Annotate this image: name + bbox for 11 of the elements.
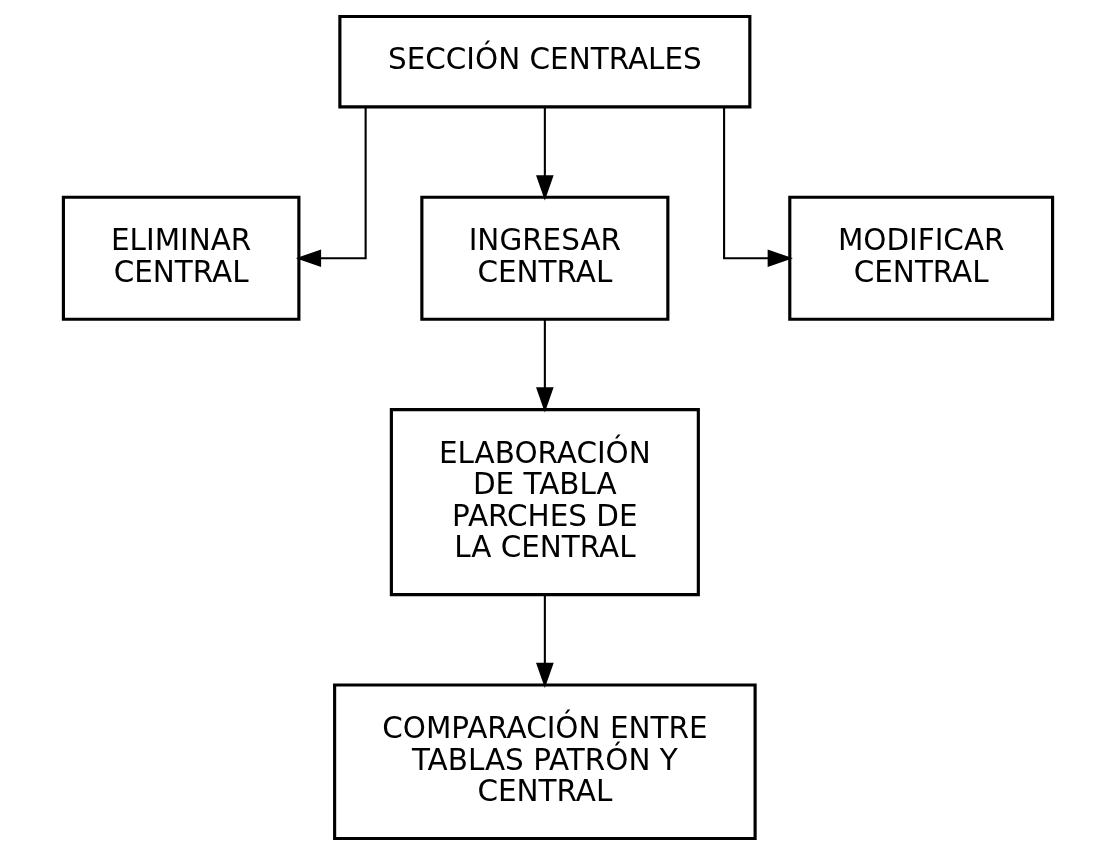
node-box: MODIFICAR CENTRAL (788, 195, 1055, 321)
node-box: ELABORACIÓN DE TABLA PARCHES DE LA CENTRAL (389, 408, 700, 597)
arrow (536, 107, 554, 201)
arrow (536, 595, 554, 688)
arrow (723, 107, 793, 268)
node-box: COMPARACIÓN ENTRE TABLAS PATRÓN Y CENTRAL (333, 683, 757, 841)
node-box: INGRESAR CENTRAL (420, 195, 670, 321)
node-box: SECCIÓN CENTRALES (338, 14, 752, 109)
node-box: ELIMINAR CENTRAL (61, 195, 301, 321)
arrow (536, 319, 554, 413)
arrow (295, 107, 367, 268)
